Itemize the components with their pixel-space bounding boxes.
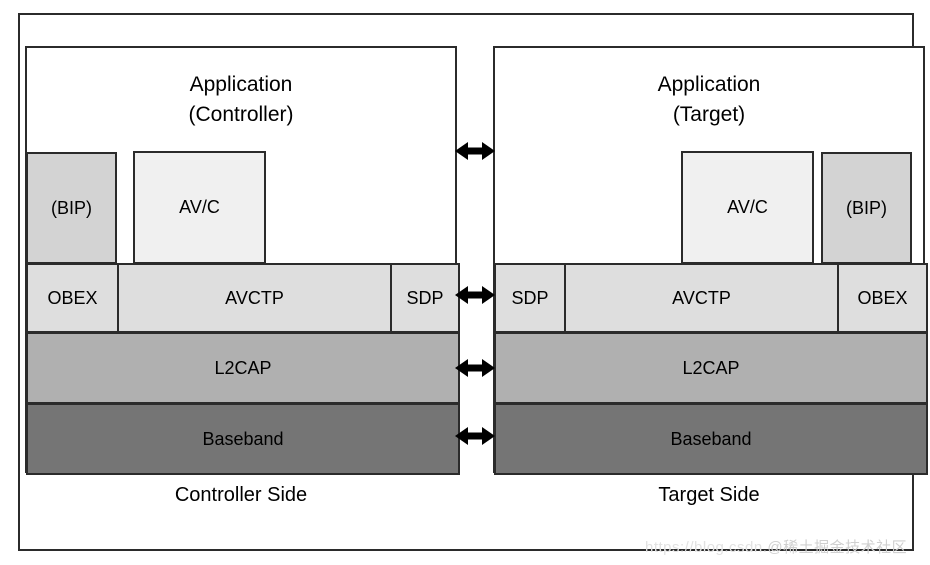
controller-avctp-label: AVCTP	[225, 287, 284, 308]
controller-transport-row: OBEX AVCTP SDP	[26, 263, 460, 333]
target-avc-box[interactable]: AV/C	[681, 151, 814, 264]
controller-baseband-row[interactable]: Baseband	[26, 403, 460, 475]
double-arrow-icon	[455, 427, 495, 445]
double-arrow-icon	[455, 142, 495, 160]
controller-avc-box[interactable]: AV/C	[133, 151, 266, 264]
target-l2cap-label: L2CAP	[682, 357, 740, 378]
target-obex-label: OBEX	[857, 287, 908, 308]
controller-sdp-cell[interactable]: SDP	[390, 263, 460, 333]
target-baseband-row[interactable]: Baseband	[494, 403, 928, 475]
target-baseband-label: Baseband	[670, 428, 752, 449]
controller-side-caption: Controller Side	[174, 484, 308, 506]
watermark-name: @稀土掘金技术社区	[767, 539, 908, 556]
controller-l2cap-label: L2CAP	[214, 357, 272, 378]
controller-avctp-cell[interactable]: AVCTP	[117, 263, 392, 333]
target-avctp-label: AVCTP	[672, 287, 731, 308]
target-side-caption: Target Side	[658, 484, 760, 506]
controller-bip-box[interactable]: (BIP)	[26, 152, 117, 264]
controller-side-panel: Application (Controller) (BIP) AV/C OBEX…	[25, 46, 460, 475]
controller-stack-box: Application (Controller) (BIP) AV/C OBEX…	[25, 46, 460, 475]
double-arrow-icon	[455, 286, 495, 304]
target-avc-label: AV/C	[727, 197, 768, 217]
target-application-area: Application (Target)	[495, 48, 923, 264]
arrow-application-link	[455, 140, 495, 162]
controller-application-area: Application (Controller)	[27, 48, 455, 264]
controller-avc-label: AV/C	[179, 197, 220, 217]
watermark: https://blog.csdn.@稀土掘金技术社区	[645, 536, 907, 557]
target-obex-cell[interactable]: OBEX	[837, 263, 928, 333]
watermark-url: https://blog.csdn.	[645, 539, 768, 556]
target-l2cap-row[interactable]: L2CAP	[494, 332, 928, 404]
target-transport-row: SDP AVCTP OBEX	[494, 263, 928, 333]
target-application-title: Application (Target)	[657, 73, 761, 126]
target-bip-label: (BIP)	[845, 197, 887, 218]
arrow-l2cap-link	[455, 357, 495, 379]
controller-sdp-label: SDP	[406, 287, 444, 308]
target-sdp-cell[interactable]: SDP	[494, 263, 566, 333]
target-bip-box[interactable]: (BIP)	[821, 152, 912, 264]
target-avctp-cell[interactable]: AVCTP	[564, 263, 839, 333]
controller-bip-label: (BIP)	[50, 197, 92, 218]
controller-application-title: Application (Controller)	[188, 73, 294, 126]
target-side-panel: Application (Target) AV/C (BIP) SDP AVCT…	[493, 46, 928, 475]
controller-obex-cell[interactable]: OBEX	[26, 263, 119, 333]
controller-baseband-label: Baseband	[202, 428, 284, 449]
arrow-baseband-link	[455, 425, 495, 447]
target-stack-box: Application (Target) AV/C (BIP) SDP AVCT…	[493, 46, 928, 475]
controller-l2cap-row[interactable]: L2CAP	[26, 332, 460, 404]
controller-obex-label: OBEX	[47, 287, 98, 308]
arrow-sdp-link	[455, 284, 495, 306]
double-arrow-icon	[455, 359, 495, 377]
target-sdp-label: SDP	[511, 287, 549, 308]
